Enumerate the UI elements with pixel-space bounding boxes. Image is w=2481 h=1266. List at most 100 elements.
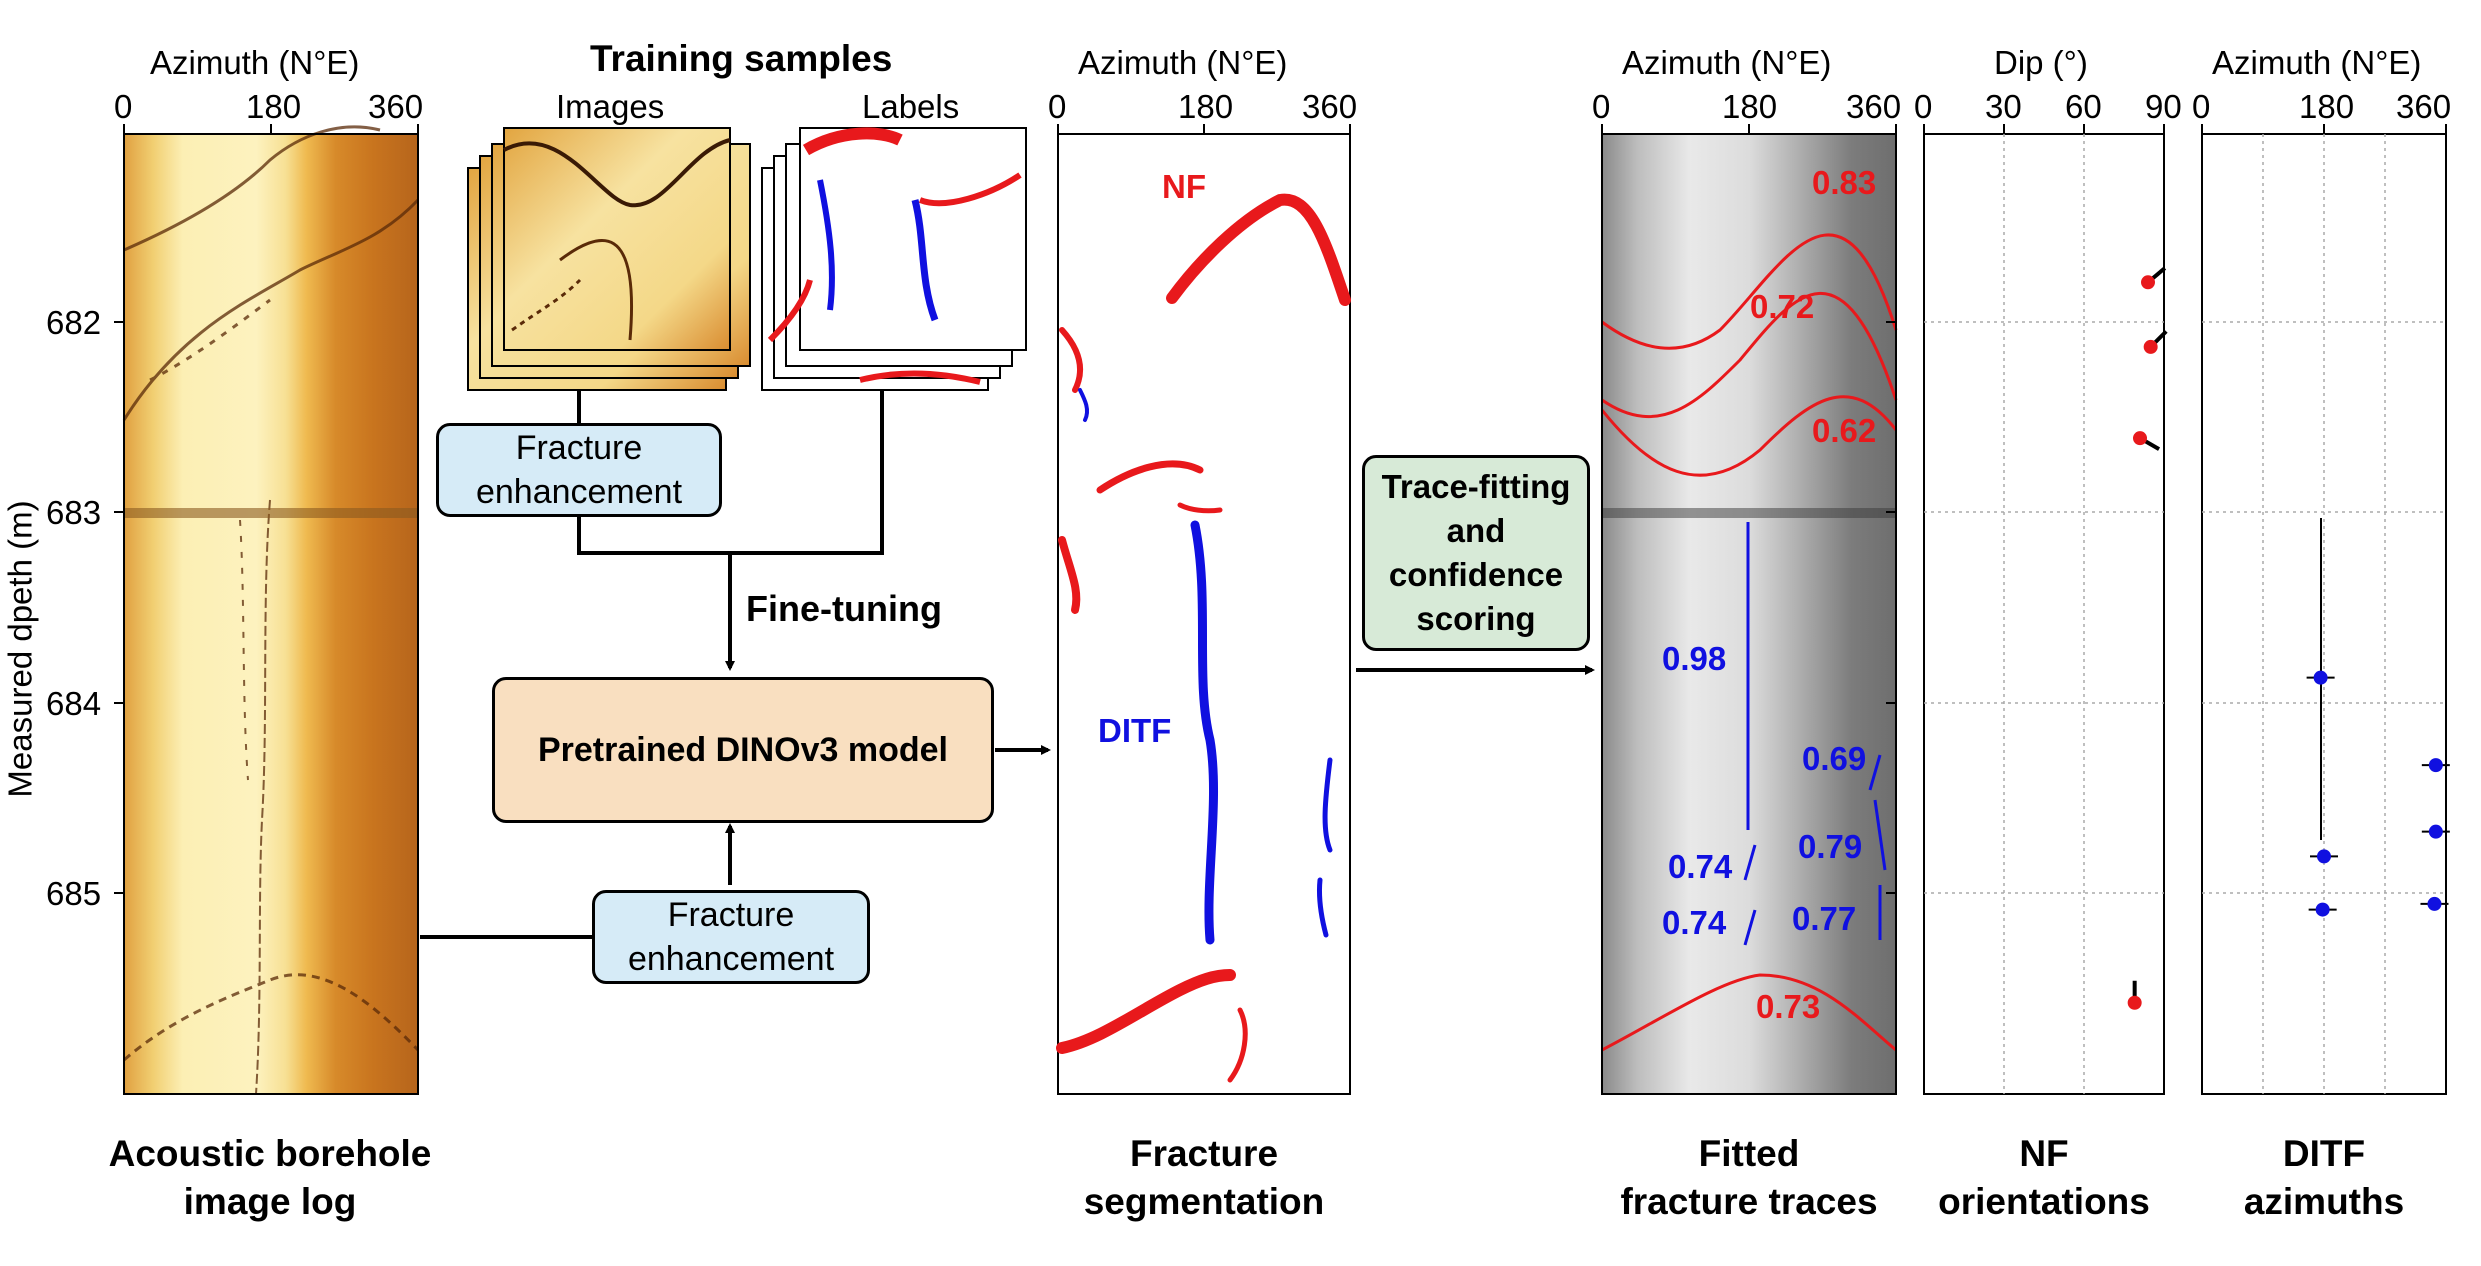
image-log-background bbox=[124, 134, 418, 1094]
segmentation-nf-label: NF bbox=[1162, 168, 1206, 205]
ditf-az-xtick-0: 0 bbox=[2192, 88, 2211, 125]
connector-enhance-top bbox=[577, 505, 730, 555]
image-log-y-title: Measured dpeth (m) bbox=[1, 500, 39, 798]
segmentation-caption-1: Fracture bbox=[1129, 1133, 1279, 1174]
segmentation-xtick-360: 360 bbox=[1302, 88, 1358, 125]
fitted-caption-1: Fitted bbox=[1698, 1133, 1800, 1174]
connector-labels bbox=[730, 390, 884, 555]
segmentation-caption-2: segmentation bbox=[1083, 1181, 1325, 1222]
fitted-ditf-score-6: 0.77 bbox=[1792, 900, 1857, 937]
trace-fitting-box: Trace-fitting and confidence scoring bbox=[1362, 455, 1590, 651]
fitted-nf-traces bbox=[1600, 233, 1898, 1052]
fitted-ditf-score-5: 0.74 bbox=[1662, 904, 1727, 941]
fitted-caption: Fitted fracture traces bbox=[1584, 1130, 1914, 1226]
trace-box-line3: confidence bbox=[1388, 556, 1564, 593]
ditf-az-panel bbox=[2201, 124, 2450, 1095]
trace-box-line1: Trace-fitting bbox=[1381, 468, 1571, 505]
ditf-az-point bbox=[2428, 758, 2443, 773]
image-log-ytick-684: 684 bbox=[46, 685, 102, 722]
enhance-top-line1: Fracture bbox=[515, 429, 643, 467]
fitted-ditf-score-1: 0.98 bbox=[1662, 640, 1727, 677]
nf-orient-xtick-60: 60 bbox=[2065, 88, 2102, 125]
fitted-caption-2: fracture traces bbox=[1620, 1181, 1878, 1222]
image-log-y-ticks bbox=[114, 321, 124, 894]
ditf-az-caption-2: azimuths bbox=[2243, 1181, 2405, 1222]
training-image-front bbox=[503, 127, 731, 351]
training-images-stack bbox=[467, 127, 751, 391]
nf-orient-x-ticks bbox=[1923, 124, 2165, 134]
training-labels-stack bbox=[761, 127, 1027, 391]
fitted-xtick-0: 0 bbox=[1592, 88, 1611, 125]
segmentation-nf-marks bbox=[1056, 193, 1351, 1083]
trace-box-line2: and bbox=[1446, 512, 1506, 549]
fitted-axis-title: Azimuth (N°E) bbox=[1622, 44, 1832, 81]
ditf-az-point bbox=[2315, 902, 2330, 917]
fitted-xtick-360: 360 bbox=[1846, 88, 1902, 125]
fitted-nf-score-3: 0.62 bbox=[1812, 412, 1877, 449]
nf-orient-grid bbox=[1924, 134, 2164, 1094]
image-log-ytick-685: 685 bbox=[46, 875, 102, 912]
segmentation-xtick-0: 0 bbox=[1048, 88, 1067, 125]
fitted-panel bbox=[1600, 124, 1898, 1095]
nf-orient-caption-1: NF bbox=[2019, 1133, 2069, 1174]
image-log-ytick-683: 683 bbox=[46, 494, 102, 531]
ditf-az-point bbox=[2313, 670, 2328, 685]
fitted-nf-score-4: 0.73 bbox=[1756, 988, 1821, 1025]
image-log-caption-2: image log bbox=[183, 1181, 357, 1222]
ditf-az-x-ticks bbox=[2201, 124, 2447, 134]
nf-orient-point bbox=[2143, 339, 2158, 354]
fine-tuning-label: Fine-tuning bbox=[746, 588, 942, 629]
enhance-bottom-line1: Fracture bbox=[667, 896, 795, 934]
training-title: Training samples bbox=[590, 38, 893, 79]
image-log-caption: Acoustic borehole image log bbox=[60, 1130, 480, 1226]
image-log-texture bbox=[122, 125, 420, 1095]
ditf-az-point bbox=[2317, 849, 2331, 864]
ditf-az-grid bbox=[2202, 134, 2446, 1094]
nf-orient-axis-title: Dip (°) bbox=[1994, 44, 2088, 81]
ditf-az-point bbox=[2427, 896, 2442, 911]
segmentation-axis-title: Azimuth (N°E) bbox=[1078, 44, 1288, 81]
image-log-xtick-180: 180 bbox=[246, 88, 302, 125]
ditf-az-xtick-360: 360 bbox=[2396, 88, 2452, 125]
ditf-az-point bbox=[2428, 824, 2443, 839]
image-log-x-ticks bbox=[123, 124, 419, 134]
nf-orient-caption: NF orientations bbox=[1924, 1130, 2164, 1226]
nf-orient-panel bbox=[1923, 124, 2168, 1095]
enhance-box-bottom: Fracture enhancement bbox=[592, 890, 870, 984]
segmentation-xtick-180: 180 bbox=[1178, 88, 1234, 125]
nf-orient-xtick-0: 0 bbox=[1914, 88, 1933, 125]
ditf-az-frame bbox=[2201, 133, 2447, 1095]
nf-orient-frame bbox=[1923, 133, 2165, 1095]
nf-orient-xtick-90: 90 bbox=[2145, 88, 2182, 125]
trace-box-line4: scoring bbox=[1416, 600, 1536, 637]
fitted-ditf-score-3: 0.79 bbox=[1798, 828, 1863, 865]
image-log-xtick-360: 360 bbox=[368, 88, 424, 125]
image-log-panel bbox=[114, 124, 420, 1095]
image-log-dark-band bbox=[124, 508, 418, 518]
connectors bbox=[420, 390, 1595, 939]
segmentation-caption: Fracture segmentation bbox=[1054, 1130, 1354, 1226]
fitted-ditf-traces bbox=[1743, 522, 1887, 946]
nf-orient-xtick-30: 30 bbox=[1985, 88, 2022, 125]
image-log-xtick-0: 0 bbox=[114, 88, 133, 125]
fitted-y-ticks bbox=[1886, 321, 1896, 894]
training-images-label: Images bbox=[556, 88, 665, 125]
nf-orient-point bbox=[2141, 275, 2155, 290]
image-log-axis-title: Azimuth (N°E) bbox=[150, 44, 360, 81]
image-log-caption-1: Acoustic borehole bbox=[108, 1133, 432, 1174]
nf-orient-caption-2: orientations bbox=[1938, 1181, 2150, 1222]
ditf-az-caption-1: DITF bbox=[2282, 1133, 2366, 1174]
model-box-label: Pretrained DINOv3 model bbox=[537, 731, 948, 769]
enhance-bottom-line2: enhancement bbox=[627, 940, 835, 978]
nf-orient-point bbox=[2127, 995, 2142, 1010]
segmentation-ditf-marks bbox=[1078, 388, 1333, 945]
training-labels-label: Labels bbox=[862, 88, 960, 125]
fitted-xtick-180: 180 bbox=[1722, 88, 1778, 125]
ditf-az-axis-title: Azimuth (N°E) bbox=[2212, 44, 2422, 81]
fitted-nf-score-2: 0.72 bbox=[1750, 288, 1815, 325]
fitted-ditf-score-2: 0.69 bbox=[1802, 740, 1867, 777]
ditf-az-xtick-180: 180 bbox=[2299, 88, 2355, 125]
ditf-az-marks bbox=[2306, 670, 2450, 917]
